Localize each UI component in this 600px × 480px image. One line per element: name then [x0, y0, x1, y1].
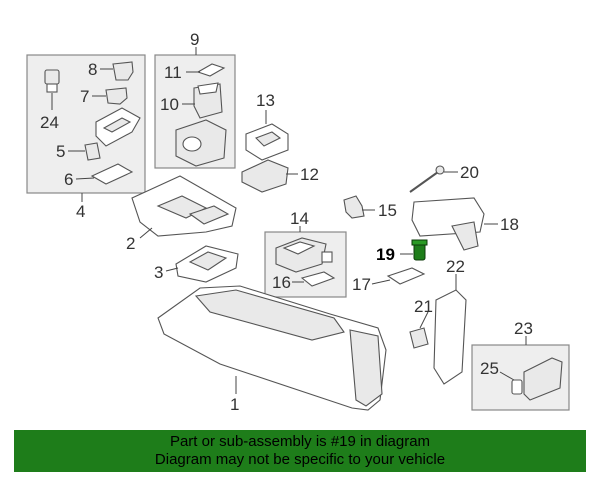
part-12 — [241, 159, 298, 193]
callout-21: 21 — [414, 297, 433, 316]
part-16 — [292, 271, 336, 287]
part-11 — [186, 63, 226, 77]
part-2 — [131, 175, 237, 239]
part-9-cupholder — [175, 119, 227, 167]
callout-24: 24 — [40, 113, 59, 132]
callout-25: 25 — [480, 359, 499, 378]
part-21 — [409, 311, 429, 349]
part-23-bin — [523, 357, 563, 401]
info-banner: Part or sub-assembly is #19 in diagram D… — [14, 430, 586, 472]
part-6 — [75, 163, 134, 185]
callout-22: 22 — [446, 257, 465, 276]
callout-13: 13 — [256, 91, 275, 110]
part-14-cupholder — [275, 237, 333, 273]
part-5 — [68, 142, 101, 161]
callout-17: 17 — [352, 275, 371, 294]
part-4-tray — [95, 107, 141, 147]
callout-11: 11 — [164, 63, 182, 82]
callout-1: 1 — [230, 395, 239, 414]
part-8 — [100, 61, 134, 81]
part-19[interactable] — [400, 239, 428, 261]
part-13 — [245, 110, 289, 161]
callout-5: 5 — [56, 142, 65, 161]
callout-2: 2 — [126, 234, 135, 253]
callout-19[interactable]: 19 — [376, 245, 395, 264]
part-15 — [343, 195, 375, 219]
callout-6: 6 — [64, 170, 73, 189]
banner-line-2: Diagram may not be specific to your vehi… — [154, 451, 446, 468]
callout-20: 20 — [460, 163, 479, 182]
part-17 — [371, 267, 426, 285]
callout-10: 10 — [160, 95, 179, 114]
part-20 — [409, 165, 458, 193]
callout-14: 14 — [290, 209, 309, 228]
parts-diagram: 1 2 3 4 5 6 7 8 9 10 11 12 13 14 15 16 1… — [26, 30, 570, 414]
callout-7: 7 — [80, 87, 89, 106]
callout-4: 4 — [76, 202, 85, 221]
part-1-console — [157, 285, 387, 411]
callout-8: 8 — [88, 60, 97, 79]
callout-3: 3 — [154, 263, 163, 282]
callout-16: 16 — [272, 273, 291, 292]
banner-line-1: Part or sub-assembly is #19 in diagram — [169, 433, 431, 450]
callout-9: 9 — [190, 30, 199, 49]
part-18 — [411, 197, 498, 251]
part-3 — [165, 245, 239, 283]
callout-23: 23 — [514, 319, 533, 338]
part-22 — [433, 274, 467, 385]
callout-12: 12 — [300, 165, 319, 184]
part-25 — [499, 371, 523, 395]
callout-18: 18 — [500, 215, 519, 234]
callout-15: 15 — [378, 201, 397, 220]
part-24 — [44, 69, 60, 110]
part-7 — [92, 87, 128, 105]
part-10 — [182, 82, 223, 119]
